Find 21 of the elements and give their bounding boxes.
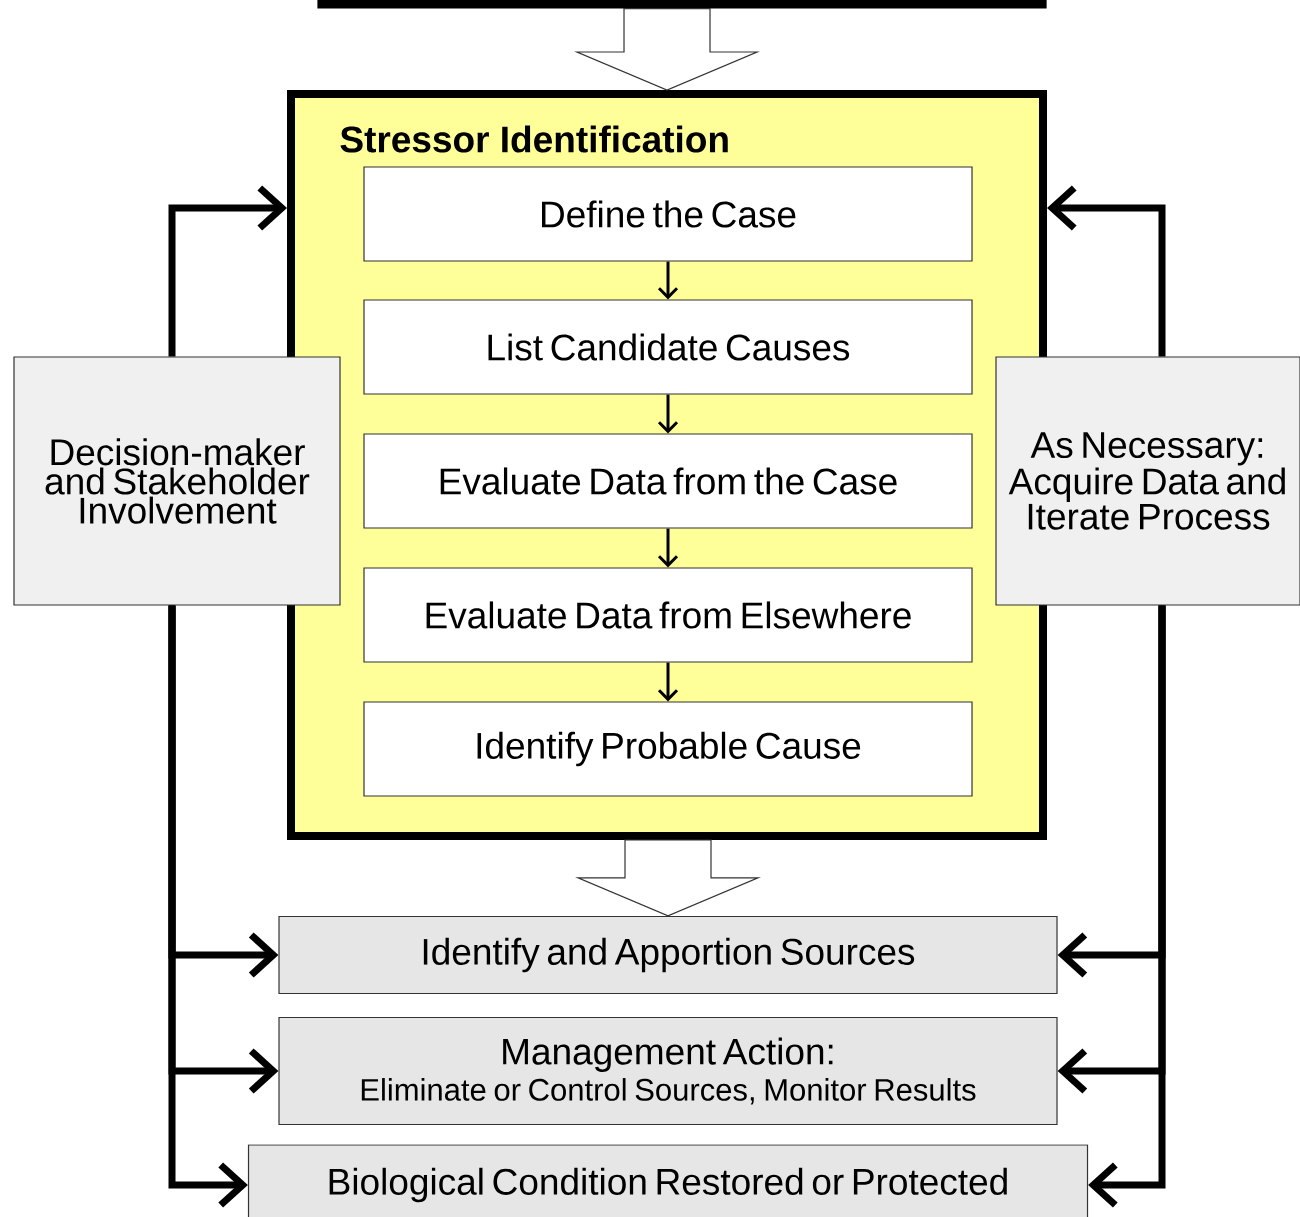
arrow bbox=[657, 528, 679, 568]
step-box: Identify Probable Cause bbox=[363, 701, 973, 797]
step-box: Evaluate Data from Elsewhere bbox=[363, 567, 973, 663]
arrow bbox=[657, 662, 679, 702]
outcome-box: Identify and Apportion Sources bbox=[278, 915, 1058, 995]
step-box: Define the Case bbox=[363, 166, 973, 262]
step-box: Evaluate Data from the Case bbox=[363, 433, 973, 529]
arrow bbox=[657, 394, 679, 434]
header-box bbox=[317, 0, 1047, 9]
block-arrow bbox=[574, 8, 760, 91]
note-box: Decision-maker and Stakeholder Involvement bbox=[13, 356, 341, 606]
arrow bbox=[1047, 185, 1166, 357]
arrow bbox=[657, 261, 679, 300]
step-box: List Candidate Causes bbox=[363, 299, 973, 395]
note-box: As Necessary: Acquire Data and Iterate Process bbox=[995, 356, 1300, 606]
outcome-box: Biological Condition Restored or Protected bbox=[247, 1144, 1089, 1217]
block-arrow bbox=[575, 839, 761, 917]
arrow bbox=[1088, 605, 1166, 1208]
outcome-box: Management Action: Eliminate or Control Sources, Monitor Results bbox=[278, 1016, 1058, 1126]
arrow bbox=[168, 605, 248, 1208]
arrow bbox=[168, 185, 287, 357]
